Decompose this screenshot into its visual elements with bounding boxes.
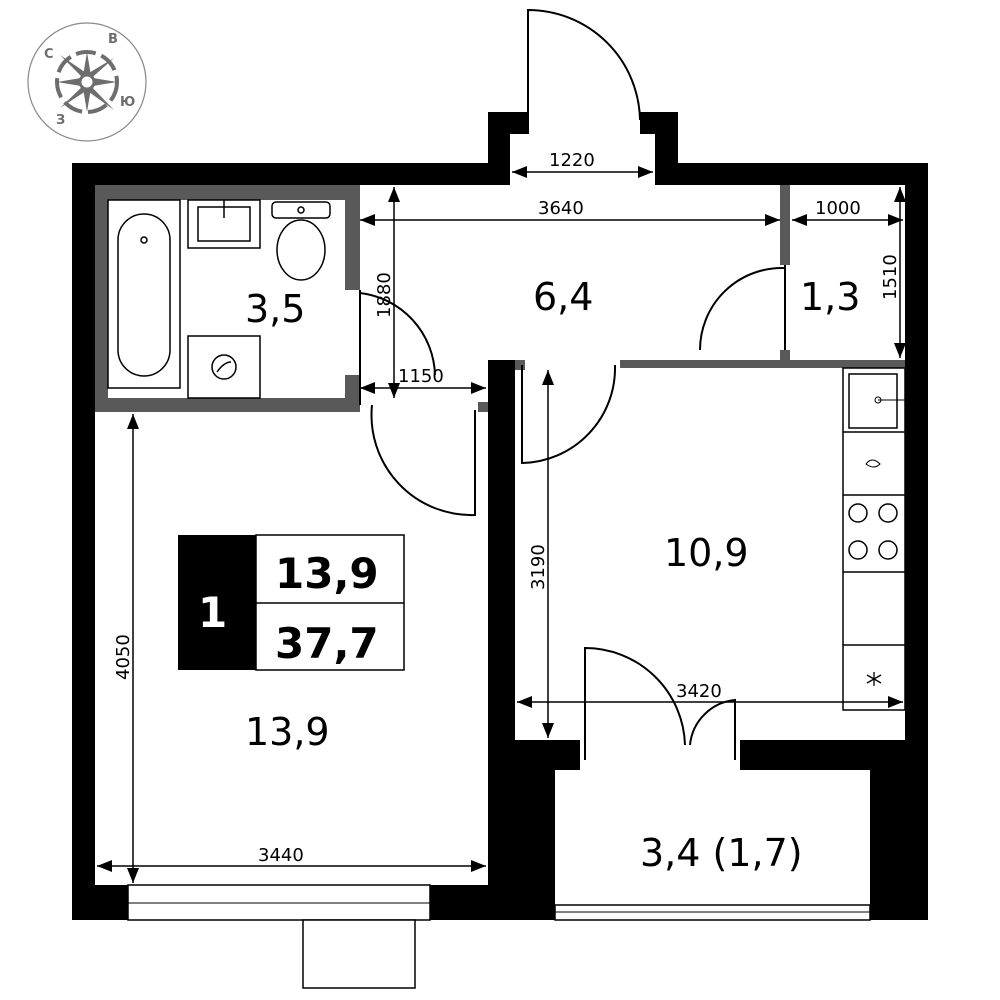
dim-kitchen-depth: 3190 bbox=[528, 544, 549, 590]
drop-icon bbox=[865, 459, 881, 468]
compass-west: З bbox=[56, 113, 65, 128]
total-area: 37,7 bbox=[275, 619, 379, 668]
apartment-badge: 1 13,9 37,7 bbox=[178, 534, 405, 671]
kitchen-sink-icon bbox=[874, 396, 905, 404]
dim-bedroom-width: 3440 bbox=[258, 845, 304, 866]
compass-rose-icon: С В Ю З bbox=[27, 22, 147, 142]
sink-icon bbox=[187, 199, 261, 249]
fridge-snowflake-icon bbox=[866, 672, 882, 686]
room-area-bathroom: 3,5 bbox=[245, 287, 305, 331]
room-area-storage: 1,3 bbox=[800, 275, 860, 319]
room-area-balcony: 3,4 (1,7) bbox=[640, 831, 803, 875]
dim-storage-depth: 1510 bbox=[880, 254, 901, 300]
bedroom-window bbox=[127, 884, 431, 989]
dim-entrance: 1220 bbox=[549, 150, 595, 171]
compass-north: С bbox=[44, 47, 54, 62]
compass-south: Ю bbox=[120, 95, 135, 110]
room-area-hall: 6,4 bbox=[533, 275, 593, 319]
stove-icon bbox=[848, 503, 898, 560]
compass-east: В bbox=[108, 32, 118, 47]
dim-kitchen-width: 3420 bbox=[676, 681, 722, 702]
dim-hall-width: 3640 bbox=[538, 198, 584, 219]
washing-machine-icon bbox=[187, 335, 261, 399]
dim-bath-door: 1150 bbox=[398, 366, 444, 387]
kitchen-counter bbox=[842, 367, 906, 711]
dimension-lines bbox=[97, 166, 906, 883]
dim-storage-width: 1000 bbox=[815, 198, 861, 219]
room-area-bedroom: 13,9 bbox=[245, 710, 330, 754]
dim-bedroom-depth: 4050 bbox=[113, 634, 134, 680]
toilet-icon bbox=[271, 201, 331, 281]
bathtub-icon bbox=[107, 199, 181, 389]
room-area-kitchen: 10,9 bbox=[664, 531, 749, 575]
room-count: 1 bbox=[198, 588, 227, 637]
dimension-labels: 1220 3640 1000 1510 1880 1150 4050 3190 … bbox=[113, 150, 901, 866]
dim-bath-depth: 1880 bbox=[374, 272, 395, 318]
living-area: 13,9 bbox=[275, 549, 379, 598]
balcony-window bbox=[554, 904, 871, 921]
exterior-walls bbox=[72, 112, 928, 920]
partitions bbox=[95, 185, 905, 412]
